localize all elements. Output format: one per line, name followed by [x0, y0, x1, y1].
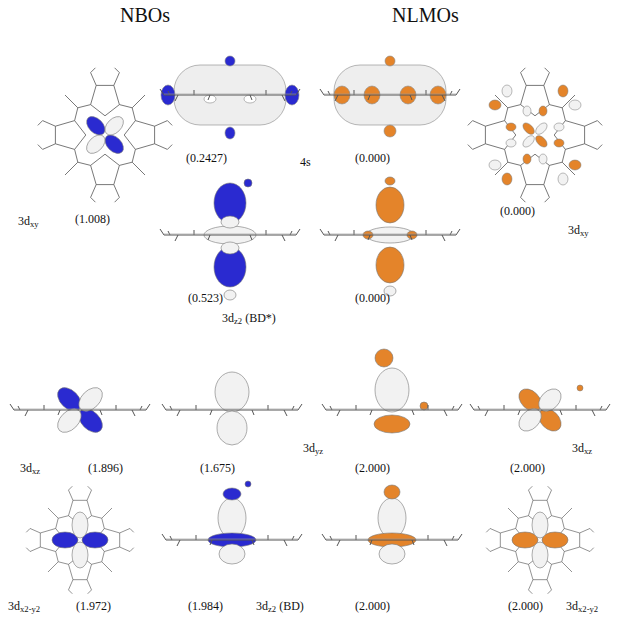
orbital-label: 3dxz	[572, 442, 592, 455]
occupancy-value: (2.000)	[510, 462, 545, 475]
occupancy-value: (0.000)	[355, 152, 390, 165]
column-heading: NBOs	[120, 4, 170, 26]
occupancy-value: (2.000)	[508, 600, 543, 613]
occupancy-value: (0.000)	[500, 205, 535, 218]
occupancy-value: (1.675)	[200, 462, 235, 475]
occupancy-value: (1.008)	[75, 213, 110, 226]
orbital-label: 3dyz	[303, 442, 323, 455]
orbital-label: 3dxy	[18, 215, 39, 228]
orbital-label: 4s	[300, 156, 311, 169]
column-heading: NLMOs	[392, 4, 459, 26]
occupancy-value: (1.984)	[188, 600, 223, 613]
orbital-label: 3dx2-y2	[8, 600, 40, 613]
occupancy-value: (2.000)	[355, 600, 390, 613]
occupancy-value: (2.000)	[355, 462, 390, 475]
orbital-label: 3dxy	[568, 224, 589, 237]
orbital-label: 3dz2 (BD*)	[222, 312, 276, 325]
occupancy-value: (0.523)	[188, 292, 223, 305]
orbital-label: 3dz2 (BD)	[256, 600, 304, 613]
occupancy-value: (1.896)	[88, 462, 123, 475]
occupancy-value: (0.2427)	[186, 152, 227, 165]
occupancy-value: (0.000)	[355, 292, 390, 305]
orbital-label: 3dx2-y2	[566, 600, 598, 613]
occupancy-value: (1.972)	[76, 600, 111, 613]
orbital-label: 3dxz	[20, 462, 40, 475]
